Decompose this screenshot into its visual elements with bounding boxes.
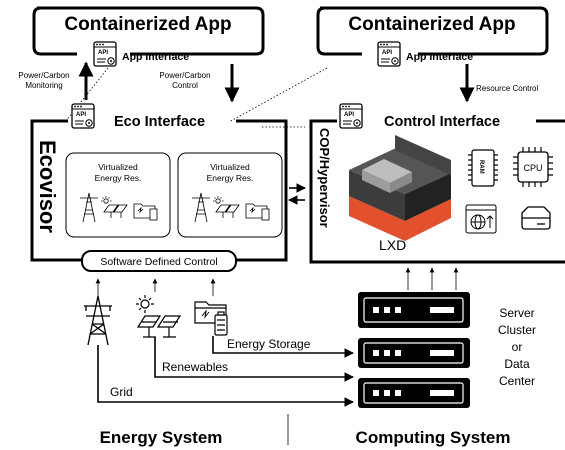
dotted-link	[228, 67, 328, 123]
grid-label: Grid	[110, 385, 133, 399]
app-box-right: Containerized App	[316, 6, 549, 56]
renewables-label: Renewables	[162, 360, 228, 374]
solar-panel-icon	[101, 196, 240, 218]
svg-text:API: API	[98, 50, 108, 56]
api-icon: API	[377, 41, 401, 67]
power-carbon-control-label-1: Power/Carbon	[159, 71, 210, 80]
power-carbon-monitoring-label-1: Power/Carbon	[18, 71, 69, 80]
svg-text:Data: Data	[504, 357, 530, 371]
lxd-logo: LXD	[349, 135, 451, 253]
ram-icon: RAM	[468, 149, 498, 187]
resource-control-label: Resource Control	[476, 84, 538, 93]
ecovisor-side-label: Ecovisor	[35, 140, 60, 233]
app-title-left: Containerized App	[64, 14, 231, 35]
svg-text:API: API	[382, 50, 392, 56]
virtualized-energy-box-2: Virtualized Energy Res.	[177, 152, 283, 238]
virtualized-energy-box-1: Virtualized Energy Res.	[65, 152, 171, 238]
app-box-left: Containerized App	[32, 6, 265, 56]
power-tower-icon	[84, 295, 112, 346]
server-label: Server Cluster or Data Center	[498, 306, 536, 388]
software-defined-control-box: Software Defined Control	[81, 250, 237, 272]
svg-text:Virtualized: Virtualized	[210, 162, 250, 172]
api-icon: API	[339, 103, 363, 129]
app-interface-label-left: App Interface	[122, 51, 189, 63]
grid-line	[97, 345, 354, 407]
solar-panel-icon	[136, 295, 182, 338]
hard-drive-icon	[521, 206, 551, 230]
api-icon: API	[71, 103, 95, 129]
svg-text:Energy Res.: Energy Res.	[95, 173, 142, 183]
control-interface-label: Control Interface	[384, 114, 500, 130]
server-rack-icon	[358, 292, 470, 408]
svg-text:Energy Res.: Energy Res.	[207, 173, 254, 183]
svg-text:Cluster: Cluster	[498, 323, 536, 337]
api-icon: API	[93, 41, 117, 67]
power-carbon-monitoring-label-2: Monitoring	[25, 81, 62, 90]
hypervisor-box	[309, 119, 565, 264]
svg-text:API: API	[344, 112, 354, 118]
network-icon	[465, 204, 497, 234]
svg-text:Software Defined Control: Software Defined Control	[100, 256, 217, 268]
svg-text:API: API	[76, 112, 86, 118]
battery-folder-icon	[133, 203, 270, 221]
app-title-right: Containerized App	[348, 14, 515, 35]
power-tower-icon	[80, 192, 210, 223]
svg-text:or: or	[512, 340, 523, 354]
svg-text:LXD: LXD	[379, 237, 406, 253]
renewables-line	[154, 337, 354, 382]
eco-interface-label: Eco Interface	[114, 114, 205, 130]
svg-text:RAM: RAM	[478, 160, 484, 174]
svg-text:Server: Server	[499, 306, 534, 320]
energy-system-label: Energy System	[100, 428, 223, 447]
computing-system-label: Computing System	[356, 428, 511, 447]
energy-storage-label: Energy Storage	[227, 337, 311, 351]
power-carbon-control-label-2: Control	[172, 81, 198, 90]
dotted-link	[64, 67, 109, 123]
svg-text:Virtualized: Virtualized	[98, 162, 138, 172]
hypervisor-side-label: COP/Hypervisor	[317, 128, 332, 228]
battery-folder-icon	[194, 301, 228, 336]
app-interface-label-right: App Interface	[406, 51, 473, 63]
svg-text:CPU: CPU	[523, 163, 542, 173]
energy-storage-line	[212, 336, 354, 358]
svg-text:Center: Center	[499, 374, 535, 388]
cpu-icon: CPU	[513, 147, 553, 187]
